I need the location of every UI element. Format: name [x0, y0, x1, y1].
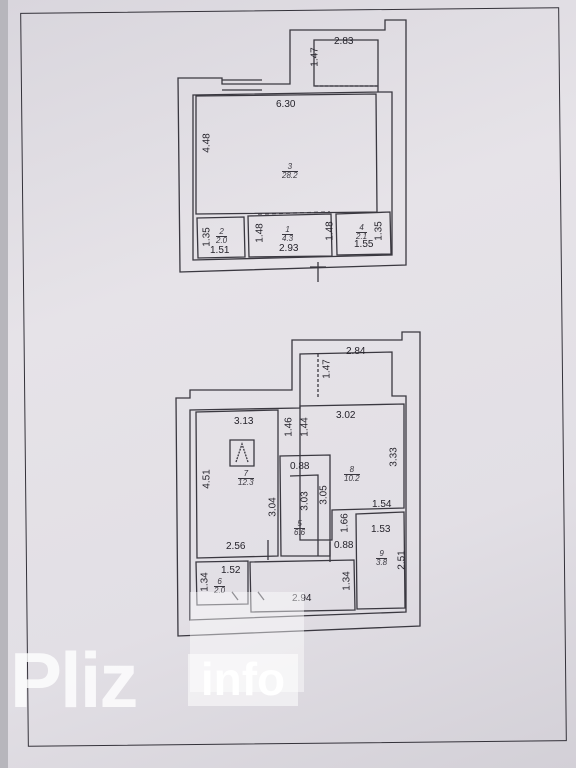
lower-stair-arrow [235, 441, 249, 463]
dim-label: 1.46 [283, 417, 295, 437]
dim-label: 1.47 [309, 47, 321, 67]
dim-label: 1.53 [371, 524, 391, 535]
dim-label: 1.34 [199, 572, 211, 592]
dim-label: 3.05 [318, 485, 330, 505]
lower-plan-outer-wall [175, 331, 421, 637]
lower-room-9 [355, 511, 406, 610]
dim-label: 1.48 [324, 221, 336, 241]
lower-room-5-inner [289, 474, 319, 556]
dim-label: 2.93 [279, 243, 299, 254]
watermark-brand: Pliz [10, 636, 138, 724]
lower-opening-ticks [231, 540, 331, 601]
upper-room-1 [247, 213, 333, 258]
dim-label: 4.48 [201, 133, 213, 153]
dim-label: 1.66 [339, 513, 351, 533]
dim-label: 1.51 [210, 245, 230, 256]
upper-window [222, 79, 262, 91]
dim-label: 1.52 [221, 565, 241, 576]
lower-room-8 [299, 403, 405, 541]
upper-opening-tick [310, 262, 326, 282]
dim-label: 0.88 [290, 461, 310, 472]
dim-label: 1.35 [373, 221, 385, 241]
dim-label: 2.84 [346, 346, 366, 357]
dim-label: 6.30 [276, 99, 296, 110]
dim-label: 3.13 [234, 416, 254, 427]
dim-label: 1.44 [299, 417, 311, 437]
lower-room-7 [195, 409, 279, 559]
dim-label: 1.47 [321, 359, 333, 379]
lower-stair-icon [229, 439, 255, 467]
watermark-logo: Pliz info [10, 592, 304, 724]
dim-label: 3.33 [388, 447, 400, 467]
watermark-suffix: info [188, 654, 298, 706]
upper-plan-outer-wall [177, 19, 407, 273]
dim-label: 1.35 [201, 227, 213, 247]
dim-label: 3.02 [336, 410, 356, 421]
dim-label: 2.51 [396, 550, 408, 570]
dim-label: 4.51 [201, 469, 213, 489]
dim-label: 1.54 [372, 499, 392, 510]
dim-label: 1.34 [341, 571, 353, 591]
upper-stair-marks [257, 211, 331, 215]
upper-room-2 [196, 216, 246, 259]
lower-room-6 [195, 560, 249, 606]
dim-label: 0.88 [334, 540, 354, 551]
dim-label: 2.83 [334, 36, 354, 47]
dim-label: 3.04 [267, 497, 279, 517]
lower-corridor [249, 559, 356, 613]
dim-label: 2.94 [292, 593, 312, 604]
dim-label: 1.55 [354, 239, 374, 250]
dim-label: 1.48 [254, 223, 266, 243]
lower-plan-inner-wall [189, 351, 407, 621]
dim-label: 3.03 [299, 491, 311, 511]
upper-room-3 [195, 93, 378, 215]
upper-room-4 [335, 211, 392, 256]
dim-label: 2.56 [226, 541, 246, 552]
